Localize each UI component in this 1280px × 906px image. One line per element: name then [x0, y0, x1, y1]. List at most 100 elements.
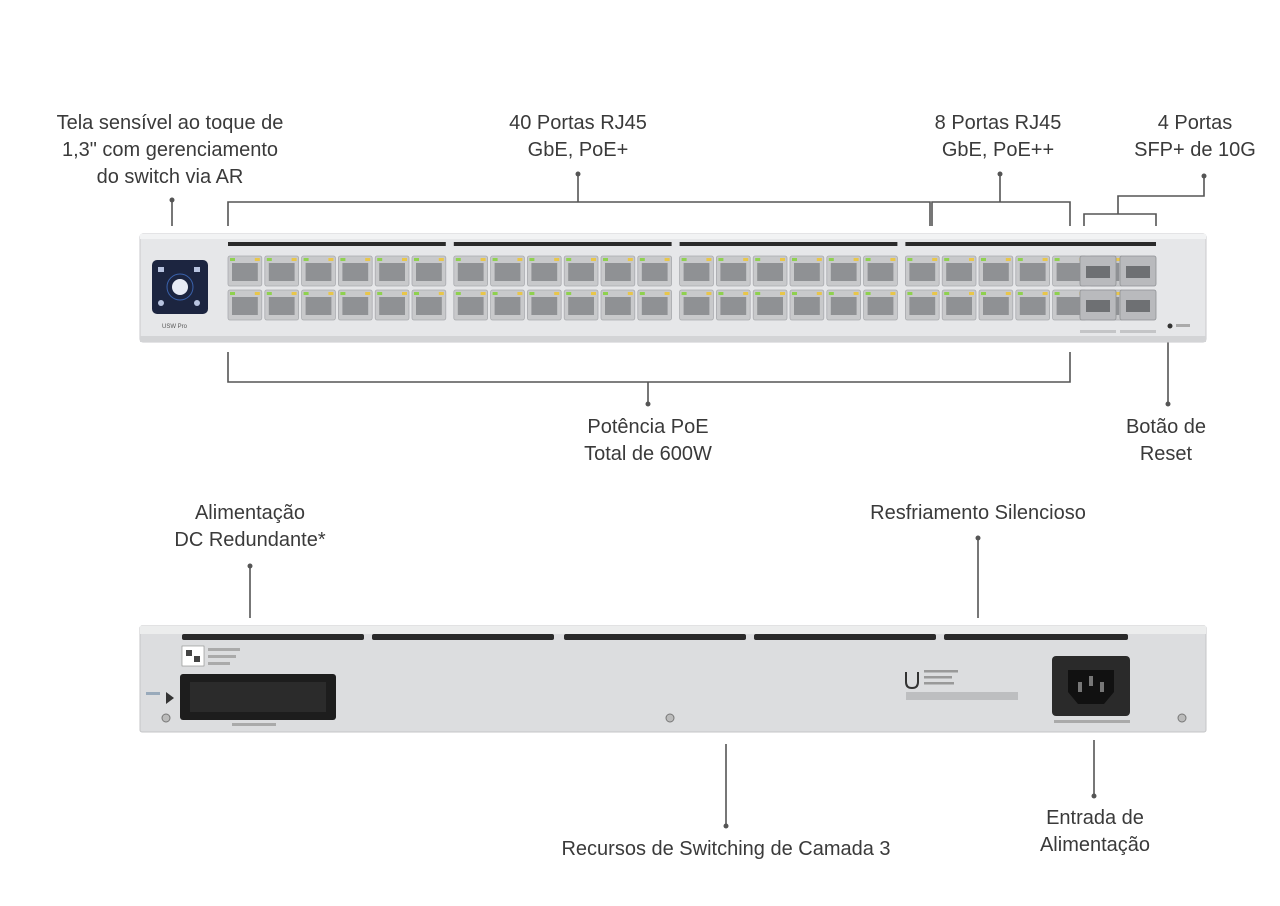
rj45-port[interactable] — [1052, 289, 1087, 321]
rj45-port[interactable] — [752, 289, 788, 321]
leader-lines — [169, 171, 1207, 829]
dc-arrow-icon — [166, 692, 174, 704]
rj45-port[interactable] — [863, 289, 898, 321]
rj45-port[interactable] — [941, 289, 977, 321]
rj45-port-socket — [1056, 263, 1083, 281]
leader-layer3-dot — [723, 823, 729, 829]
rj45-port[interactable] — [563, 289, 599, 321]
rj45-port[interactable] — [679, 255, 714, 287]
rj45-port[interactable] — [716, 289, 751, 321]
port-led-poe — [816, 258, 822, 261]
port-led-link — [492, 258, 498, 261]
dc-redundant-connector[interactable] — [180, 674, 336, 720]
label-text-mark-2 — [208, 655, 236, 658]
rj45-port-socket — [757, 263, 783, 281]
port-led-poe — [664, 292, 670, 295]
leader-power-input-dot — [1091, 793, 1097, 799]
rj45-port[interactable] — [826, 289, 861, 321]
rj45-port[interactable] — [453, 255, 488, 287]
bracket-ports-sfp — [1083, 213, 1157, 226]
rj45-port[interactable] — [789, 255, 825, 287]
rj45-port[interactable] — [679, 289, 714, 321]
label-text-mark-3 — [208, 662, 230, 665]
rj45-port[interactable] — [978, 255, 1014, 287]
rj45-port[interactable] — [978, 289, 1014, 321]
rj45-port-socket — [867, 263, 894, 281]
rj45-port[interactable] — [374, 289, 410, 321]
rj45-port-socket — [983, 297, 1009, 315]
rj45-port[interactable] — [752, 255, 788, 287]
sfp-port-slot — [1126, 300, 1150, 312]
rj45-port[interactable] — [301, 289, 336, 321]
rj45-port[interactable] — [227, 255, 263, 287]
reset-button[interactable] — [1167, 323, 1173, 329]
touchscreen-info-icon — [158, 300, 164, 306]
rj45-port-socket — [683, 297, 710, 315]
port-led-poe — [932, 292, 938, 295]
reset-label-mark — [1176, 324, 1190, 327]
port-led-link — [944, 292, 950, 295]
rj45-port[interactable] — [490, 289, 525, 321]
rj45-port[interactable] — [301, 255, 336, 287]
ac-power-inlet[interactable] — [1052, 656, 1130, 716]
port-led-link — [1017, 292, 1023, 295]
port-led-poe — [932, 258, 938, 261]
port-led-link — [414, 292, 419, 295]
rj45-port[interactable] — [600, 255, 636, 287]
port-led-poe — [438, 292, 444, 295]
rj45-port[interactable] — [826, 255, 861, 287]
rj45-port[interactable] — [264, 289, 299, 321]
sfp-port[interactable] — [1079, 289, 1117, 321]
sfp-port[interactable] — [1119, 255, 1157, 287]
port-led-link — [492, 292, 498, 295]
rj45-port[interactable] — [789, 289, 825, 321]
touchscreen-ring-icon — [166, 273, 194, 301]
rj45-port-socket — [379, 263, 405, 281]
rj45-port[interactable] — [563, 255, 599, 287]
rj45-port-socket — [342, 297, 369, 315]
rj45-port[interactable] — [1015, 255, 1050, 287]
rj45-port[interactable] — [905, 255, 940, 287]
label-text-mark-1 — [208, 648, 240, 651]
rj45-port[interactable] — [941, 255, 977, 287]
rj45-port[interactable] — [527, 255, 562, 287]
regulatory-text-mark-3 — [924, 682, 954, 685]
rj45-port[interactable] — [490, 255, 525, 287]
front-chassis-bottom-edge — [140, 336, 1206, 342]
port-led-link — [603, 258, 608, 261]
sfp-port[interactable] — [1079, 255, 1117, 287]
port-led-poe — [743, 292, 749, 295]
rj45-port[interactable] — [716, 255, 751, 287]
rj45-port[interactable] — [863, 255, 898, 287]
rj45-port[interactable] — [337, 255, 373, 287]
rj45-port-socket — [794, 297, 820, 315]
port-led-poe — [1116, 258, 1122, 261]
rj45-port[interactable] — [527, 289, 562, 321]
rj45-port[interactable] — [411, 289, 447, 321]
port-led-poe — [291, 292, 297, 295]
rj45-port[interactable] — [374, 255, 410, 287]
port-led-poe — [1005, 258, 1011, 261]
callout-reset-line-1: Botão de — [1125, 416, 1207, 438]
rj45-port[interactable] — [337, 289, 373, 321]
callout-ports-sfp: 4 Portas SFP+ de 10G — [1134, 110, 1256, 164]
port-led-link — [303, 258, 309, 261]
rj45-port[interactable] — [1015, 289, 1050, 321]
rj45-port[interactable] — [905, 289, 940, 321]
model-label: USW Pro — [162, 324, 188, 330]
bracket-poe-power — [227, 352, 1071, 383]
callout-reset: Botão de Reset — [1126, 414, 1206, 468]
sfp-port[interactable] — [1119, 289, 1157, 321]
rj45-port[interactable] — [600, 289, 636, 321]
qr-code-icon — [181, 645, 205, 667]
rj45-port[interactable] — [411, 255, 447, 287]
port-led-poe — [402, 292, 407, 295]
rj45-port[interactable] — [1052, 255, 1087, 287]
rj45-port[interactable] — [264, 255, 299, 287]
rj45-port[interactable] — [227, 289, 263, 321]
rj45-port[interactable] — [637, 255, 672, 287]
callout-touchscreen-line-2: 1,3" com gerenciamento — [61, 139, 279, 161]
rj45-port[interactable] — [453, 289, 488, 321]
touchscreen-display[interactable] — [152, 260, 208, 314]
rj45-port[interactable] — [637, 289, 672, 321]
